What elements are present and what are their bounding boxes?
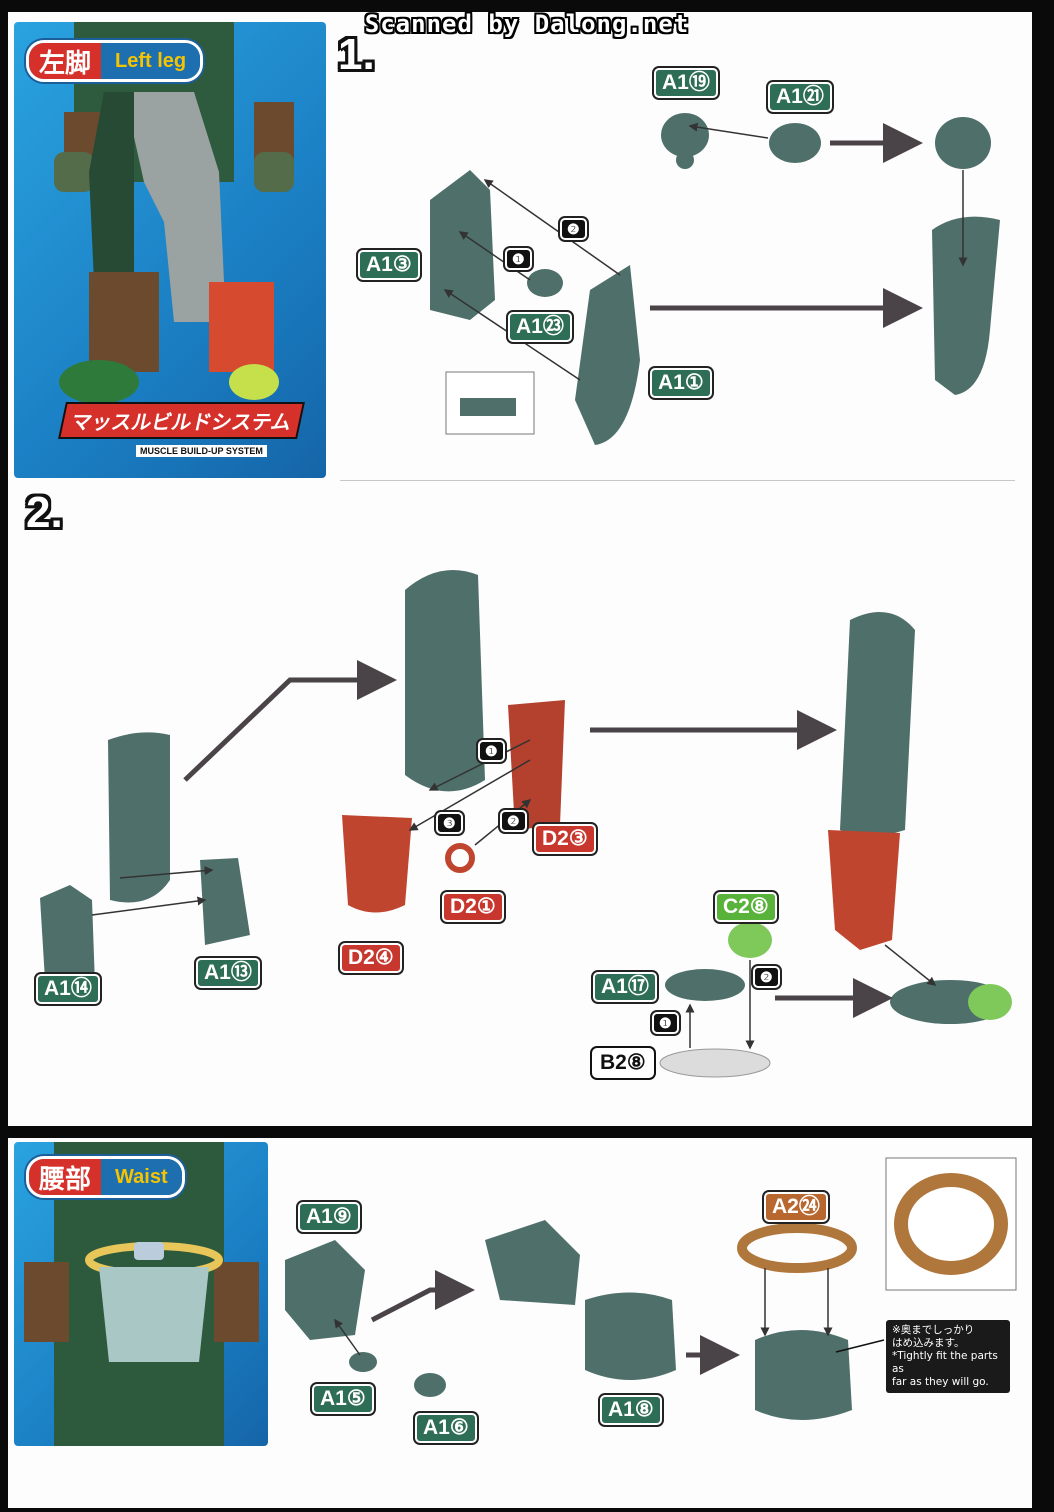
part-a1-19 [661, 113, 709, 157]
note-jp-line1: ※奥までしっかり [892, 1324, 975, 1336]
part-label: A1⑨ [298, 1202, 360, 1232]
part-a1-23 [527, 269, 563, 297]
step-number-2: 2. [26, 488, 63, 537]
part-d2-3 [508, 700, 565, 830]
part-boot-assembled [828, 830, 900, 950]
part-label: D2③ [534, 824, 596, 854]
figure-left-leg-illustration [54, 22, 294, 404]
part-leg-assembled [840, 612, 915, 840]
part-label: A2㉔ [764, 1192, 828, 1222]
part-joint-assembled [935, 117, 991, 169]
part-d2-1 [445, 843, 475, 873]
part-label: A1⑥ [415, 1413, 477, 1443]
part-label: A1⑭ [36, 974, 100, 1004]
note-en-line1: *Tightly fit the parts as [892, 1350, 998, 1375]
step-marker-1: ❶ [505, 248, 532, 270]
part-a1-3 [430, 170, 495, 320]
section-title-en: Waist [101, 1159, 182, 1195]
part-a1-13 [200, 858, 250, 945]
section-title-jp: 腰部 [29, 1159, 102, 1195]
part-a1-8 [585, 1292, 676, 1380]
note-jp-line2: はめ込みます。 [892, 1337, 965, 1349]
step-marker-2: ❷ [753, 966, 780, 988]
step-marker-2: ❷ [560, 218, 587, 240]
section-title-en: Left leg [101, 43, 201, 79]
muscle-build-logo: マッスルビルドシステム MUSCLE BUILD-UP SYSTEM [58, 402, 306, 458]
part-label: A1⑧ [600, 1395, 662, 1425]
note-en-line2: far as they will go. [892, 1376, 989, 1388]
section-banner-waist: 腰部 Waist [26, 1156, 185, 1198]
part-upper-leg [405, 570, 485, 792]
part-label: A1⑤ [312, 1384, 374, 1414]
part-waist-assembled [755, 1330, 852, 1420]
part-c2-8 [728, 922, 772, 958]
step-marker-2: ❷ [500, 810, 527, 832]
section-title-jp: 左脚 [29, 43, 102, 79]
part-label: D2① [442, 892, 504, 922]
watermark: Scanned by Dalong.net [364, 10, 690, 38]
part-label: A1① [650, 368, 712, 398]
part-label: A1⑲ [654, 68, 718, 98]
section-divider [340, 480, 1015, 481]
step-marker-3: ❸ [436, 812, 463, 834]
part-label: A1③ [358, 250, 420, 280]
part-label: D2④ [340, 943, 402, 973]
part-b2-8 [659, 1048, 771, 1078]
part-thigh-assembled [932, 216, 1000, 395]
part-label: C2⑧ [715, 892, 777, 922]
part-label: A1㉓ [508, 312, 572, 342]
part-a1-6 [414, 1373, 446, 1397]
part-label: A1⑰ [593, 972, 657, 1002]
part-a1-17 [665, 969, 745, 1001]
step-marker-1: ❶ [478, 740, 505, 762]
step-marker-1: ❶ [652, 1012, 679, 1034]
fit-note: ※奥までしっかり はめ込みます。 *Tightly fit the parts … [886, 1320, 1010, 1393]
step-number-1: 1. [338, 30, 375, 79]
part-d2-4 [342, 815, 412, 913]
section-banner-left-leg: 左脚 Left leg [26, 40, 204, 82]
logo-subtitle: MUSCLE BUILD-UP SYSTEM [136, 445, 267, 457]
part-a1-14 [40, 885, 95, 985]
part-a2-24 [737, 1223, 857, 1273]
part-label: A1⑬ [196, 958, 260, 988]
part-thigh-step2 [108, 732, 170, 903]
part-waist-frame [485, 1220, 580, 1305]
part-label: A1㉑ [768, 82, 832, 112]
part-a1-5 [349, 1352, 377, 1372]
part-a1-9 [285, 1240, 365, 1340]
part-label: B2⑧ [592, 1048, 654, 1078]
part-a1-21 [769, 123, 821, 163]
part-a1-1 [575, 265, 640, 445]
